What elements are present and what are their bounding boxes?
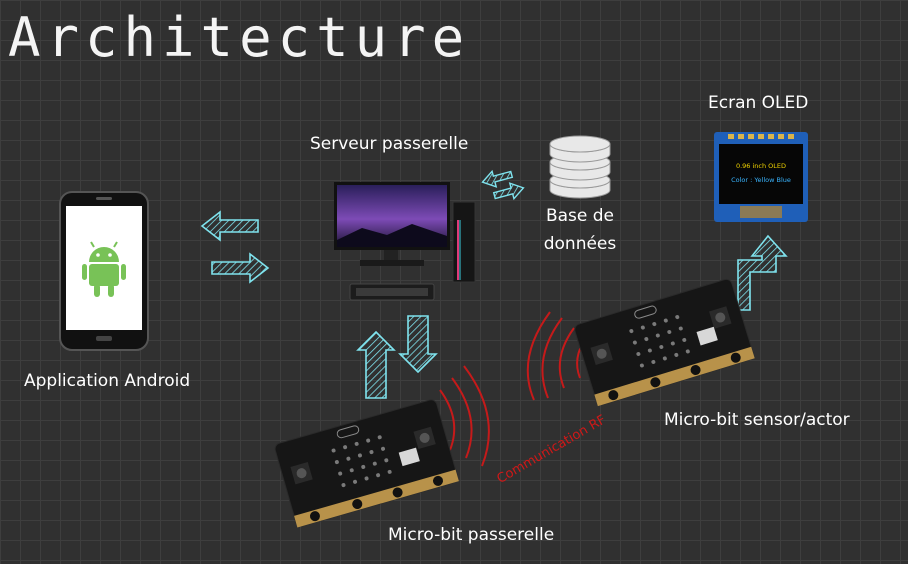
- arrow-up-icon: [356, 330, 396, 399]
- sensor-oled-arrow: [737, 234, 788, 311]
- server-db-arrows: [481, 169, 525, 201]
- microbit-sensor-board: [574, 278, 755, 407]
- arrow-left-icon: [200, 210, 259, 242]
- oled-board: 0.96 inch OLED Color : Yellow Blue: [714, 132, 808, 222]
- server-computer: [334, 182, 476, 301]
- oled-label: Ecran OLED: [708, 93, 809, 113]
- database-icon: [549, 135, 611, 199]
- sensor-label: Micro-bit sensor/actor: [664, 410, 850, 430]
- android-label: Application Android: [24, 371, 191, 391]
- arrow-right-icon: [211, 252, 270, 284]
- oled-screen-line1: 0.96 inch OLED: [735, 162, 787, 170]
- server-label: Serveur passerelle: [310, 134, 469, 154]
- database-label-line1: Base de: [545, 206, 615, 226]
- diagram-title: Architecture: [8, 6, 471, 69]
- android-phone: [59, 191, 149, 351]
- android-logo-icon: [82, 241, 126, 297]
- arrow-down-icon: [398, 315, 438, 374]
- rf-label: Communication RF: [494, 412, 609, 487]
- microbit-gateway-board: [274, 399, 459, 528]
- phone-server-arrows: [200, 210, 270, 284]
- gateway-label: Micro-bit passerelle: [388, 525, 555, 545]
- server-gateway-arrows: [356, 315, 438, 399]
- database-label-line2: données: [543, 234, 617, 254]
- oled-screen-line2: Color : Yellow Blue: [731, 176, 791, 184]
